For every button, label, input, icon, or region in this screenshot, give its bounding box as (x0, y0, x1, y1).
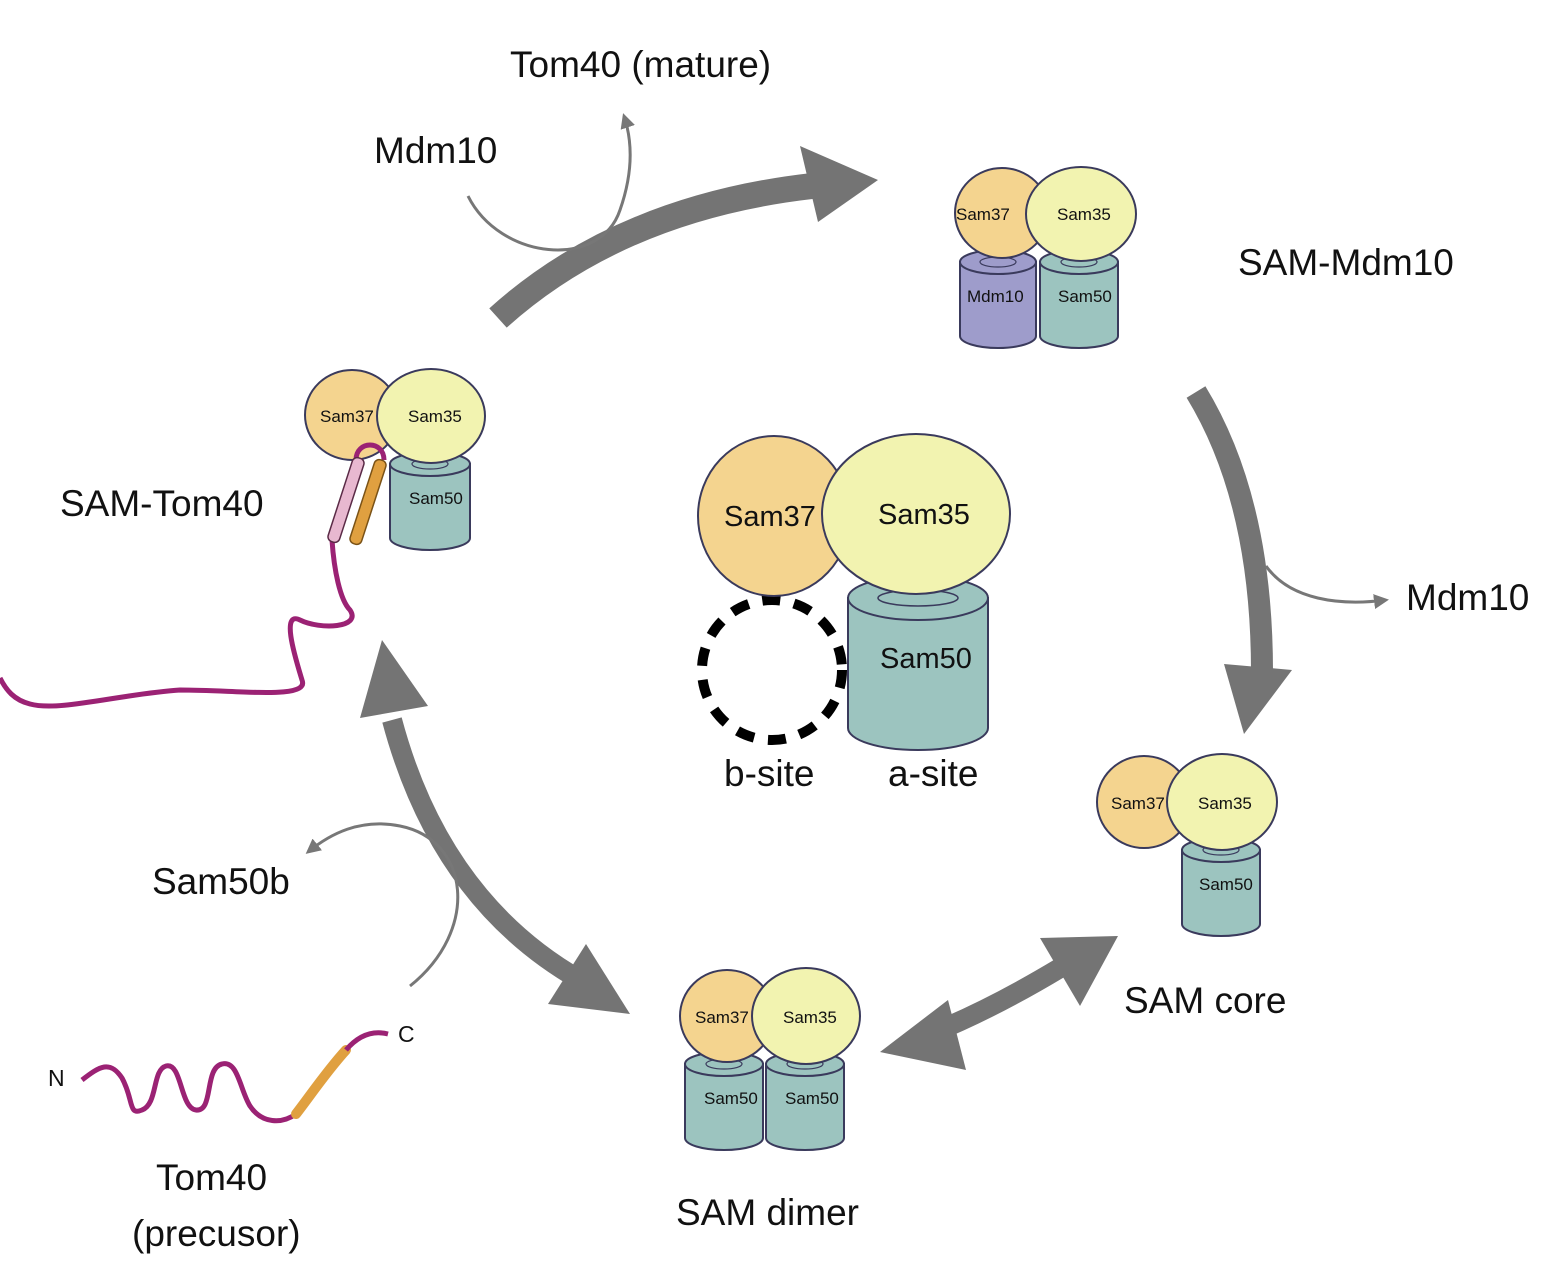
central-sam37-label: Sam37 (724, 501, 816, 533)
sam-tom40-sam35-label: Sam35 (408, 407, 462, 426)
sam-dimer-sam50-left-label: Sam50 (704, 1089, 758, 1108)
central-sam37: Sam37 (697, 435, 851, 597)
sam-core-sam50-label: Sam50 (1199, 875, 1253, 894)
label-a-site: a-site (888, 753, 978, 794)
sam-mdm10-complex: Mdm10 Sam50 Sam37 Sam35 (954, 166, 1137, 349)
tom40-precursor-c-segment (291, 1045, 351, 1119)
sam-tom40-complex: Sam50 Sam37 Sam35 (0, 368, 486, 709)
label-b-site: b-site (724, 753, 814, 794)
c-terminus-label: C (398, 1021, 415, 1047)
arrow-to-sam-core (1186, 386, 1292, 734)
label-sam-core: SAM core (1124, 980, 1286, 1021)
sam-tom40-sam35: Sam35 (376, 368, 486, 464)
tom40-bound-chain (0, 539, 355, 709)
tom40-precursor-chain (80, 1061, 298, 1124)
b-site-circle (697, 595, 847, 745)
central-sam-complex: Sam50 Sam37 Sam35 (697, 433, 1011, 751)
sam-core-sam50: Sam50 (1181, 837, 1261, 937)
sam-dimer-sam37: Sam37 (679, 969, 775, 1063)
sam-mdm10-sam50-label: Sam50 (1058, 287, 1112, 306)
arrow-to-sam-mdm10 (489, 146, 878, 328)
tom40-precursor-c-tail (344, 1030, 389, 1052)
central-sam50: Sam50 (847, 575, 989, 751)
sam-dimer-complex: Sam50 Sam50 Sam37 Sam35 (679, 967, 861, 1151)
mdm10-barrel-label: Mdm10 (967, 287, 1024, 306)
mdm10-barrel: Mdm10 (959, 249, 1037, 349)
label-sam-tom40: SAM-Tom40 (60, 483, 264, 524)
central-sam50-label: Sam50 (880, 643, 972, 675)
sam-core-sam37-label: Sam37 (1111, 794, 1165, 813)
label-tom40-mature: Tom40 (mature) (510, 44, 771, 85)
tom40-precursor: N C (48, 1021, 415, 1124)
arrow-tom40-dimer (360, 640, 630, 1014)
label-sam50b: Sam50b (152, 861, 290, 902)
mdm10-release-arrow (1264, 565, 1389, 609)
cycle-arrows (360, 146, 1292, 1070)
sam-tom40-sam50: Sam50 (389, 451, 471, 551)
label-mdm10-top: Mdm10 (374, 130, 497, 171)
sam-tom40-sam37-label: Sam37 (320, 407, 374, 426)
sam-dimer-sam37-label: Sam37 (695, 1008, 749, 1027)
sam-dimer-sam35-label: Sam35 (783, 1008, 837, 1027)
n-terminus-label: N (48, 1065, 65, 1091)
label-tom40-precursor-1: Tom40 (156, 1157, 267, 1198)
sam-core-sam37: Sam37 (1096, 755, 1192, 849)
stage-labels: Tom40 (mature) Mdm10 SAM-Mdm10 SAM-Tom40… (60, 44, 1529, 1254)
mdm10-release-tom40-arrow (466, 113, 635, 252)
sam-core-sam35-label: Sam35 (1198, 794, 1252, 813)
sam-mdm10-sam50: Sam50 (1039, 249, 1119, 349)
sam-dimer-sam35: Sam35 (751, 967, 861, 1065)
sam-mdm10-sam35: Sam35 (1025, 166, 1137, 262)
sam-dimer-sam50-left: Sam50 (684, 1051, 764, 1151)
sam-mdm10-sam35-label: Sam35 (1057, 205, 1111, 224)
sam50b-release-arrow (305, 822, 460, 988)
label-tom40-precursor-2: (precusor) (132, 1213, 301, 1254)
sam-mdm10-sam37-label: Sam37 (956, 205, 1010, 224)
sam-tom40-sam50-label: Sam50 (409, 489, 463, 508)
label-sam-mdm10: SAM-Mdm10 (1238, 242, 1454, 283)
thin-arrows (305, 113, 1389, 988)
central-sam35-label: Sam35 (878, 499, 970, 531)
sam-core-complex: Sam50 Sam37 Sam35 (1096, 753, 1278, 937)
arrow-core-dimer (880, 936, 1118, 1070)
central-sam35: Sam35 (821, 433, 1011, 595)
sam-core-sam35: Sam35 (1166, 753, 1278, 851)
sam-dimer-sam50-right-label: Sam50 (785, 1089, 839, 1108)
label-sam-dimer: SAM dimer (676, 1192, 859, 1233)
tom40-hairpin-helices (327, 442, 387, 546)
sam-dimer-sam50-right: Sam50 (765, 1051, 845, 1151)
label-mdm10-right: Mdm10 (1406, 577, 1529, 618)
